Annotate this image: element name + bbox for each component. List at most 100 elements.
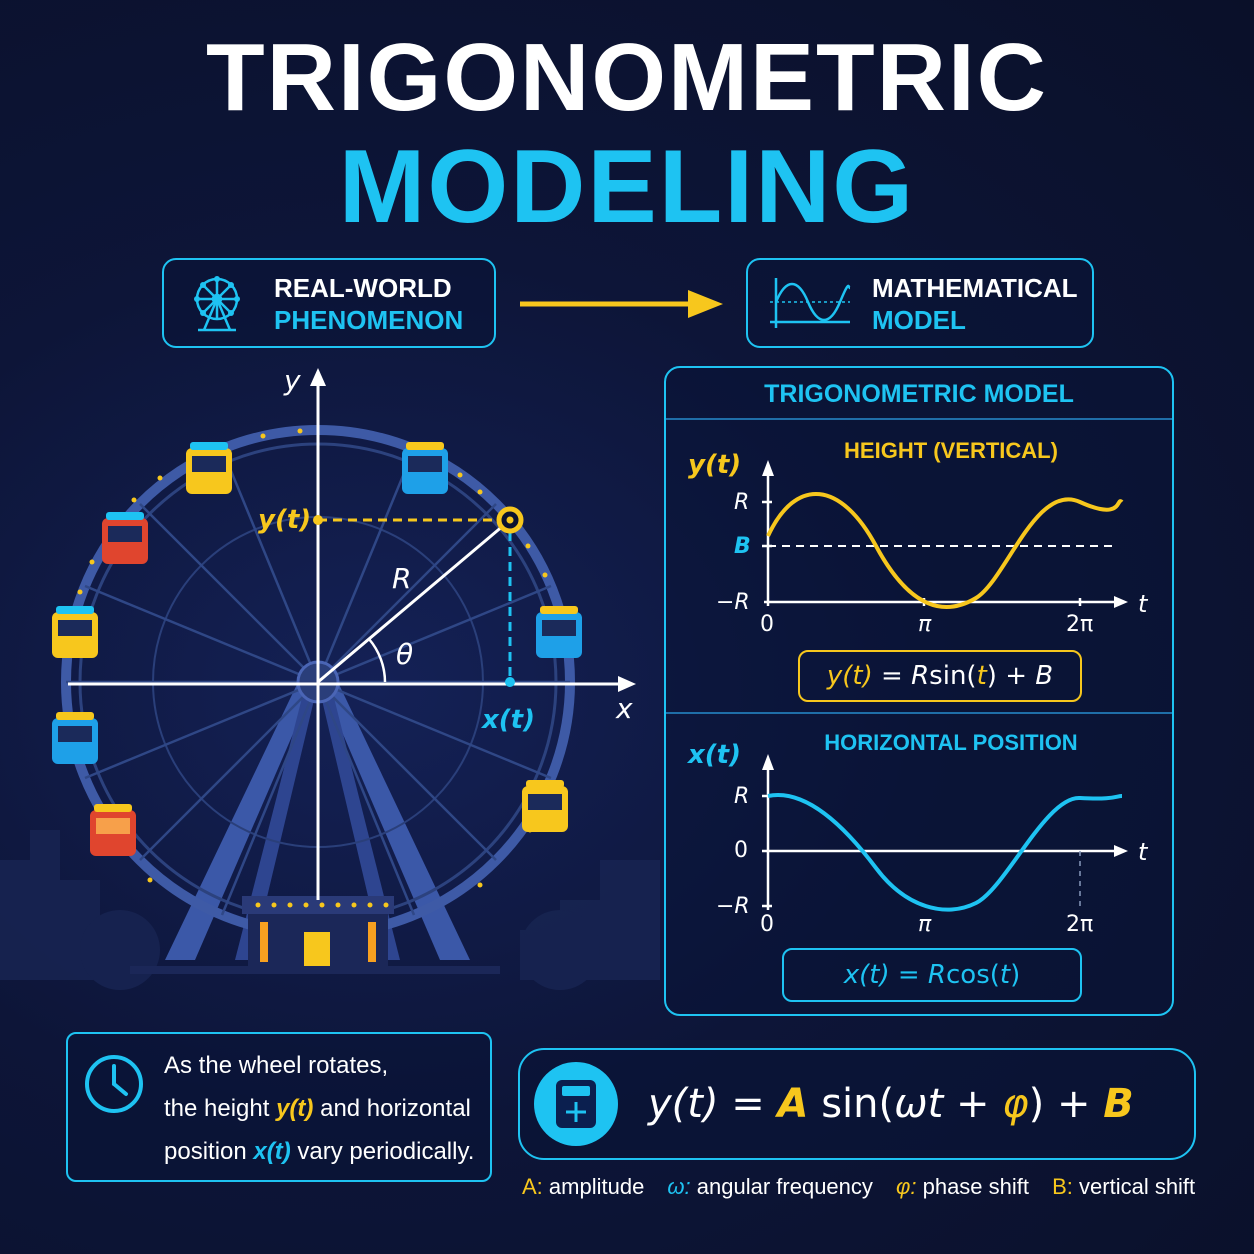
geq-close: ) — [1028, 1081, 1045, 1127]
horizontal-graph-ylabel: x(t) — [688, 740, 741, 770]
point-center — [506, 516, 514, 524]
coordinate-axes — [68, 368, 636, 900]
eq-horiz-arg: t — [999, 960, 1011, 990]
geq-lhs: y(t) — [648, 1081, 719, 1127]
eq-height-plus: + — [1005, 661, 1027, 691]
ticket-booth — [130, 896, 500, 974]
legend-B-sym: B: — [1052, 1174, 1073, 1199]
trig-model-title: TRIGONOMETRIC MODEL — [764, 380, 1074, 408]
legend-phase-shift: φ: phase shift — [896, 1174, 1029, 1199]
calculator-icon-badge — [534, 1062, 618, 1146]
height-label: y(t) — [258, 505, 312, 535]
panel-divider-mid — [666, 712, 1172, 714]
eq-height-arg: t — [976, 661, 987, 691]
height-graph-ylabel: y(t) — [688, 450, 742, 480]
calculator-icon — [556, 1080, 596, 1128]
phenomenon-label: PHENOMENON — [274, 305, 464, 335]
height-graph-title: HEIGHT (VERTICAL) — [844, 438, 1058, 463]
general-equation: y(t) = A sin(ωt + φ) + B — [648, 1076, 1134, 1132]
note-l2c: and horizontal — [320, 1095, 471, 1122]
sine-wave-icon — [770, 278, 851, 328]
y-axis-marker — [313, 515, 323, 525]
legend-vertical-shift: B: vertical shift — [1052, 1174, 1195, 1199]
radius-label: R — [392, 562, 412, 595]
geq-plus1: + — [956, 1081, 990, 1127]
horizontal-graph-xlabel: t — [1138, 838, 1148, 866]
real-world-label: REAL-WORLD — [274, 273, 452, 303]
ferris-wheel-diagram — [0, 368, 660, 990]
mathematical-label: MATHEMATICAL — [872, 273, 1078, 303]
geq-open: ( — [878, 1081, 895, 1127]
radius-line — [317, 518, 511, 684]
horiz-tick-R: R — [734, 784, 750, 809]
horiz-xtick-0: 0 — [760, 912, 774, 937]
geq-B: B — [1103, 1081, 1134, 1127]
geq-eq: = — [731, 1081, 765, 1127]
geq-sin: sin — [821, 1081, 879, 1127]
legend-phi-sym: φ: — [896, 1174, 917, 1199]
height-tick-B: B — [734, 534, 751, 559]
y-axis-label: y — [284, 364, 301, 397]
height-xtick-0: 0 — [760, 612, 774, 637]
eq-height-close: ) — [986, 661, 997, 691]
note-l2b: y(t) — [276, 1095, 314, 1122]
x-axis-marker — [505, 677, 515, 687]
horizontal-label: x(t) — [482, 705, 535, 735]
height-tick-R: R — [734, 490, 750, 515]
eq-height-lhs: y(t) — [826, 661, 873, 691]
height-xtick-pi: π — [918, 612, 932, 637]
legend-A-sym: A: — [522, 1174, 543, 1199]
gondolas — [52, 442, 582, 856]
legend-angular-frequency: ω: angular frequency — [667, 1174, 873, 1199]
flow-arrow — [520, 290, 723, 318]
eq-horiz-lhs: x(t) — [843, 960, 890, 990]
parameter-legend: A: amplitude ω: angular frequency φ: pha… — [522, 1174, 1202, 1200]
spokes — [66, 430, 570, 934]
note-line-2: the height y(t) and horizontal — [164, 1087, 484, 1130]
title-line-2: MODELING — [338, 129, 916, 245]
note-l3b: x(t) — [253, 1138, 291, 1165]
angle-arc — [368, 638, 387, 683]
cosine-curve — [767, 792, 1123, 912]
note-box: As the wheel rotates, the height y(t) an… — [66, 1032, 492, 1182]
height-tick-negR: −R — [716, 590, 750, 615]
legend-amplitude: A: amplitude — [522, 1174, 644, 1199]
horizontal-graph-title: HORIZONTAL POSITION — [824, 730, 1078, 755]
note-l2a: the height — [164, 1095, 270, 1122]
legend-A-text: amplitude — [548, 1174, 645, 1199]
angle-label: θ — [396, 638, 414, 671]
geq-A: A — [777, 1081, 809, 1127]
eq-height-eq: = — [881, 661, 903, 691]
geq-phi: φ — [1002, 1081, 1029, 1127]
eq-horiz-eq: = — [897, 960, 920, 990]
note-l3c: vary periodically. — [297, 1138, 475, 1165]
city-skyline — [0, 830, 660, 990]
note-line-3: position x(t) vary periodically. — [164, 1130, 484, 1173]
horiz-xtick-pi: π — [918, 912, 932, 937]
eq-horiz-close: ) — [1010, 960, 1021, 990]
eq-height-R: R — [911, 661, 930, 691]
horizontal-equation: x(t) = Rcos(t) — [782, 948, 1082, 1002]
legend-B-text: vertical shift — [1079, 1174, 1196, 1199]
real-world-pill: REAL-WORLD PHENOMENON — [162, 258, 496, 348]
note-l3a: position — [164, 1138, 247, 1165]
height-equation: y(t) = Rsin(t) + B — [798, 650, 1082, 702]
height-graph-xlabel: t — [1138, 590, 1148, 618]
sine-curve — [766, 492, 1124, 609]
legend-omega-text: angular frequency — [696, 1174, 873, 1199]
horizontal-graph — [762, 754, 1128, 912]
legend-omega-sym: ω: — [667, 1174, 691, 1199]
model-label: MODEL — [872, 305, 966, 335]
clock-icon — [85, 1055, 143, 1113]
height-xtick-2pi: 2π — [1066, 612, 1094, 637]
geq-plus2: + — [1057, 1081, 1091, 1127]
height-graph — [762, 460, 1128, 609]
geq-omega: ωt — [894, 1081, 944, 1127]
legend-phi-text: phase shift — [922, 1174, 1029, 1199]
title-line-1: TRIGONOMETRIC — [206, 24, 1048, 131]
horiz-tick-negR: −R — [716, 894, 750, 919]
panel-divider-top — [666, 418, 1172, 420]
ferris-wheel-icon — [194, 276, 240, 332]
eq-horiz-fn: cos( — [946, 960, 1000, 990]
x-axis-label: x — [616, 692, 633, 725]
